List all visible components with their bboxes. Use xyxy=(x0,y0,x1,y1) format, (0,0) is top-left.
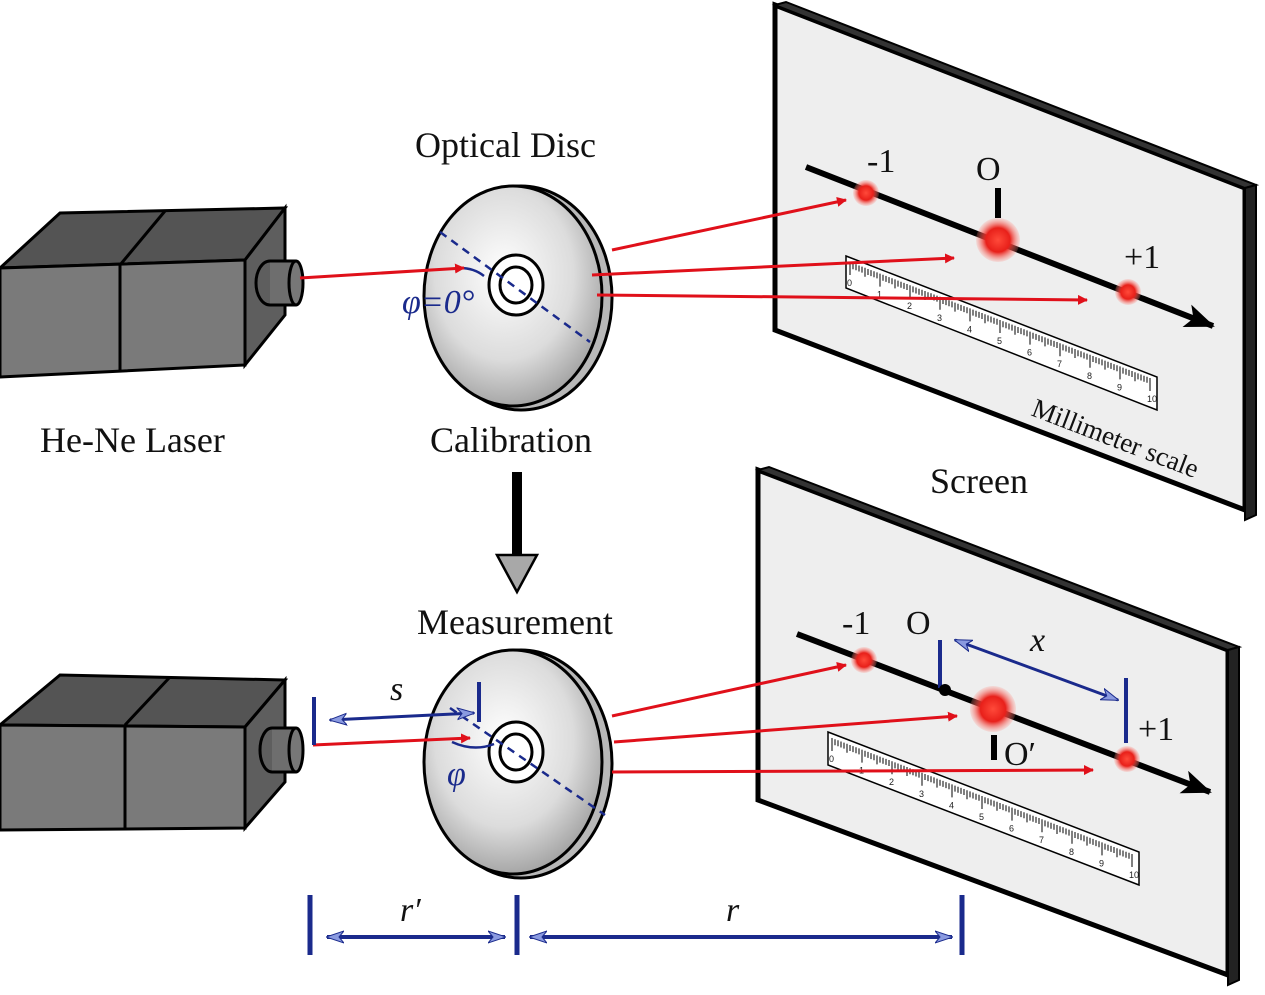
s-dimension xyxy=(312,682,481,745)
order-zero-prime-label: O′ xyxy=(1004,736,1036,773)
laser-bottom xyxy=(0,673,305,833)
s-label: s xyxy=(390,671,403,708)
ruler-top-tick-label: 0 xyxy=(847,278,852,288)
measurement-label: Measurement xyxy=(417,602,613,642)
order-zero-label-top: O xyxy=(976,151,1001,188)
ruler-top-tick-label: 5 xyxy=(997,336,1002,346)
ruler-bottom-tick-label: 5 xyxy=(979,812,984,822)
calibration-label: Calibration xyxy=(430,420,592,460)
phi-label: φ xyxy=(447,756,466,793)
x-label: x xyxy=(1029,622,1045,659)
ruler-top-tick-label: 6 xyxy=(1027,348,1032,358)
spot-zero-top xyxy=(976,218,1020,262)
spot-plus1-top xyxy=(1115,279,1141,305)
optical-disc-bottom xyxy=(422,648,614,880)
ruler-bottom-tick-label: 4 xyxy=(949,800,954,810)
order-minus-label-bottom: -1 xyxy=(842,605,870,642)
laser-label: He-Ne Laser xyxy=(40,420,225,460)
spot-zero-bottom xyxy=(970,686,1016,732)
ruler-bottom-tick-label: 8 xyxy=(1069,847,1074,857)
optical-disc-label: Optical Disc xyxy=(415,125,596,165)
order-plus-label-bottom: +1 xyxy=(1138,711,1174,748)
r-prime-label: r′ xyxy=(400,892,421,929)
laser-top xyxy=(0,203,305,379)
ruler-bottom-tick-label: 0 xyxy=(829,754,834,764)
spot-plus1-bottom xyxy=(1114,746,1140,772)
ruler-bottom-tick-label: 7 xyxy=(1039,835,1044,845)
optical-disc-top xyxy=(422,184,614,412)
r-label: r xyxy=(726,892,740,929)
ruler-bottom-tick-label: 3 xyxy=(919,789,924,799)
ruler-top-tick-label: 7 xyxy=(1057,359,1062,369)
ruler-top-tick-label: 3 xyxy=(937,313,942,323)
distance-dimensions xyxy=(307,895,965,955)
laser-beams-top xyxy=(299,196,1088,305)
millimeter-ruler-top: 0 1 2 3 4 5 6 7 8 9 10 xyxy=(847,262,1157,404)
ruler-top-tick-label: 10 xyxy=(1147,394,1157,404)
ruler-top-tick-label: 2 xyxy=(907,301,912,311)
calibration-to-measurement-arrow xyxy=(494,472,540,595)
laser-beams-bottom xyxy=(312,662,1094,776)
spot-minus1-bottom xyxy=(851,647,877,673)
ruler-bottom-tick-label: 2 xyxy=(889,777,894,787)
order-plus-label-top: +1 xyxy=(1124,239,1160,276)
order-zero-label-bottom: O xyxy=(906,605,931,642)
ruler-bottom-tick-label: 6 xyxy=(1009,824,1014,834)
ruler-top-tick-label: 1 xyxy=(877,290,882,300)
screen-top xyxy=(771,0,1260,522)
ruler-bottom-tick-label: 9 xyxy=(1099,858,1104,868)
order-minus-label-top: -1 xyxy=(867,143,895,180)
ruler-top-tick-label: 8 xyxy=(1087,371,1092,381)
ruler-top-tick-label: 4 xyxy=(967,324,972,334)
screen-label: Screen xyxy=(930,461,1028,501)
phi-zero-label: φ=0° xyxy=(402,284,475,321)
spot-minus1-top xyxy=(853,180,879,206)
ruler-bottom-tick-label: 10 xyxy=(1129,870,1139,880)
ruler-top-tick-label: 9 xyxy=(1117,382,1122,392)
